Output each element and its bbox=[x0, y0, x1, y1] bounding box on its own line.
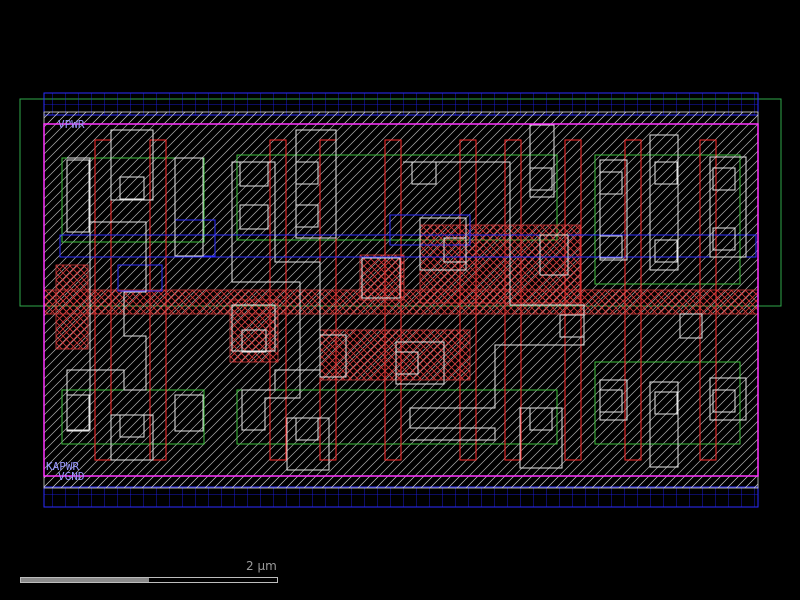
poly-strap[interactable] bbox=[43, 224, 759, 381]
cell-boundary bbox=[43, 123, 759, 477]
power-label: VPWR bbox=[58, 118, 85, 131]
scale-bar bbox=[20, 577, 278, 583]
ground-alt-label: KAPWR bbox=[46, 460, 79, 473]
ground-rail-bottom[interactable] bbox=[43, 475, 759, 508]
scale-bar-fill bbox=[21, 578, 149, 582]
ground-label: VGND bbox=[58, 470, 85, 483]
diffusion-regions bbox=[61, 154, 741, 445]
power-rail-top[interactable] bbox=[43, 92, 759, 125]
li-shapes[interactable] bbox=[66, 124, 747, 471]
scale-label: 2 µm bbox=[246, 559, 277, 573]
metal1-segments[interactable] bbox=[59, 214, 757, 292]
